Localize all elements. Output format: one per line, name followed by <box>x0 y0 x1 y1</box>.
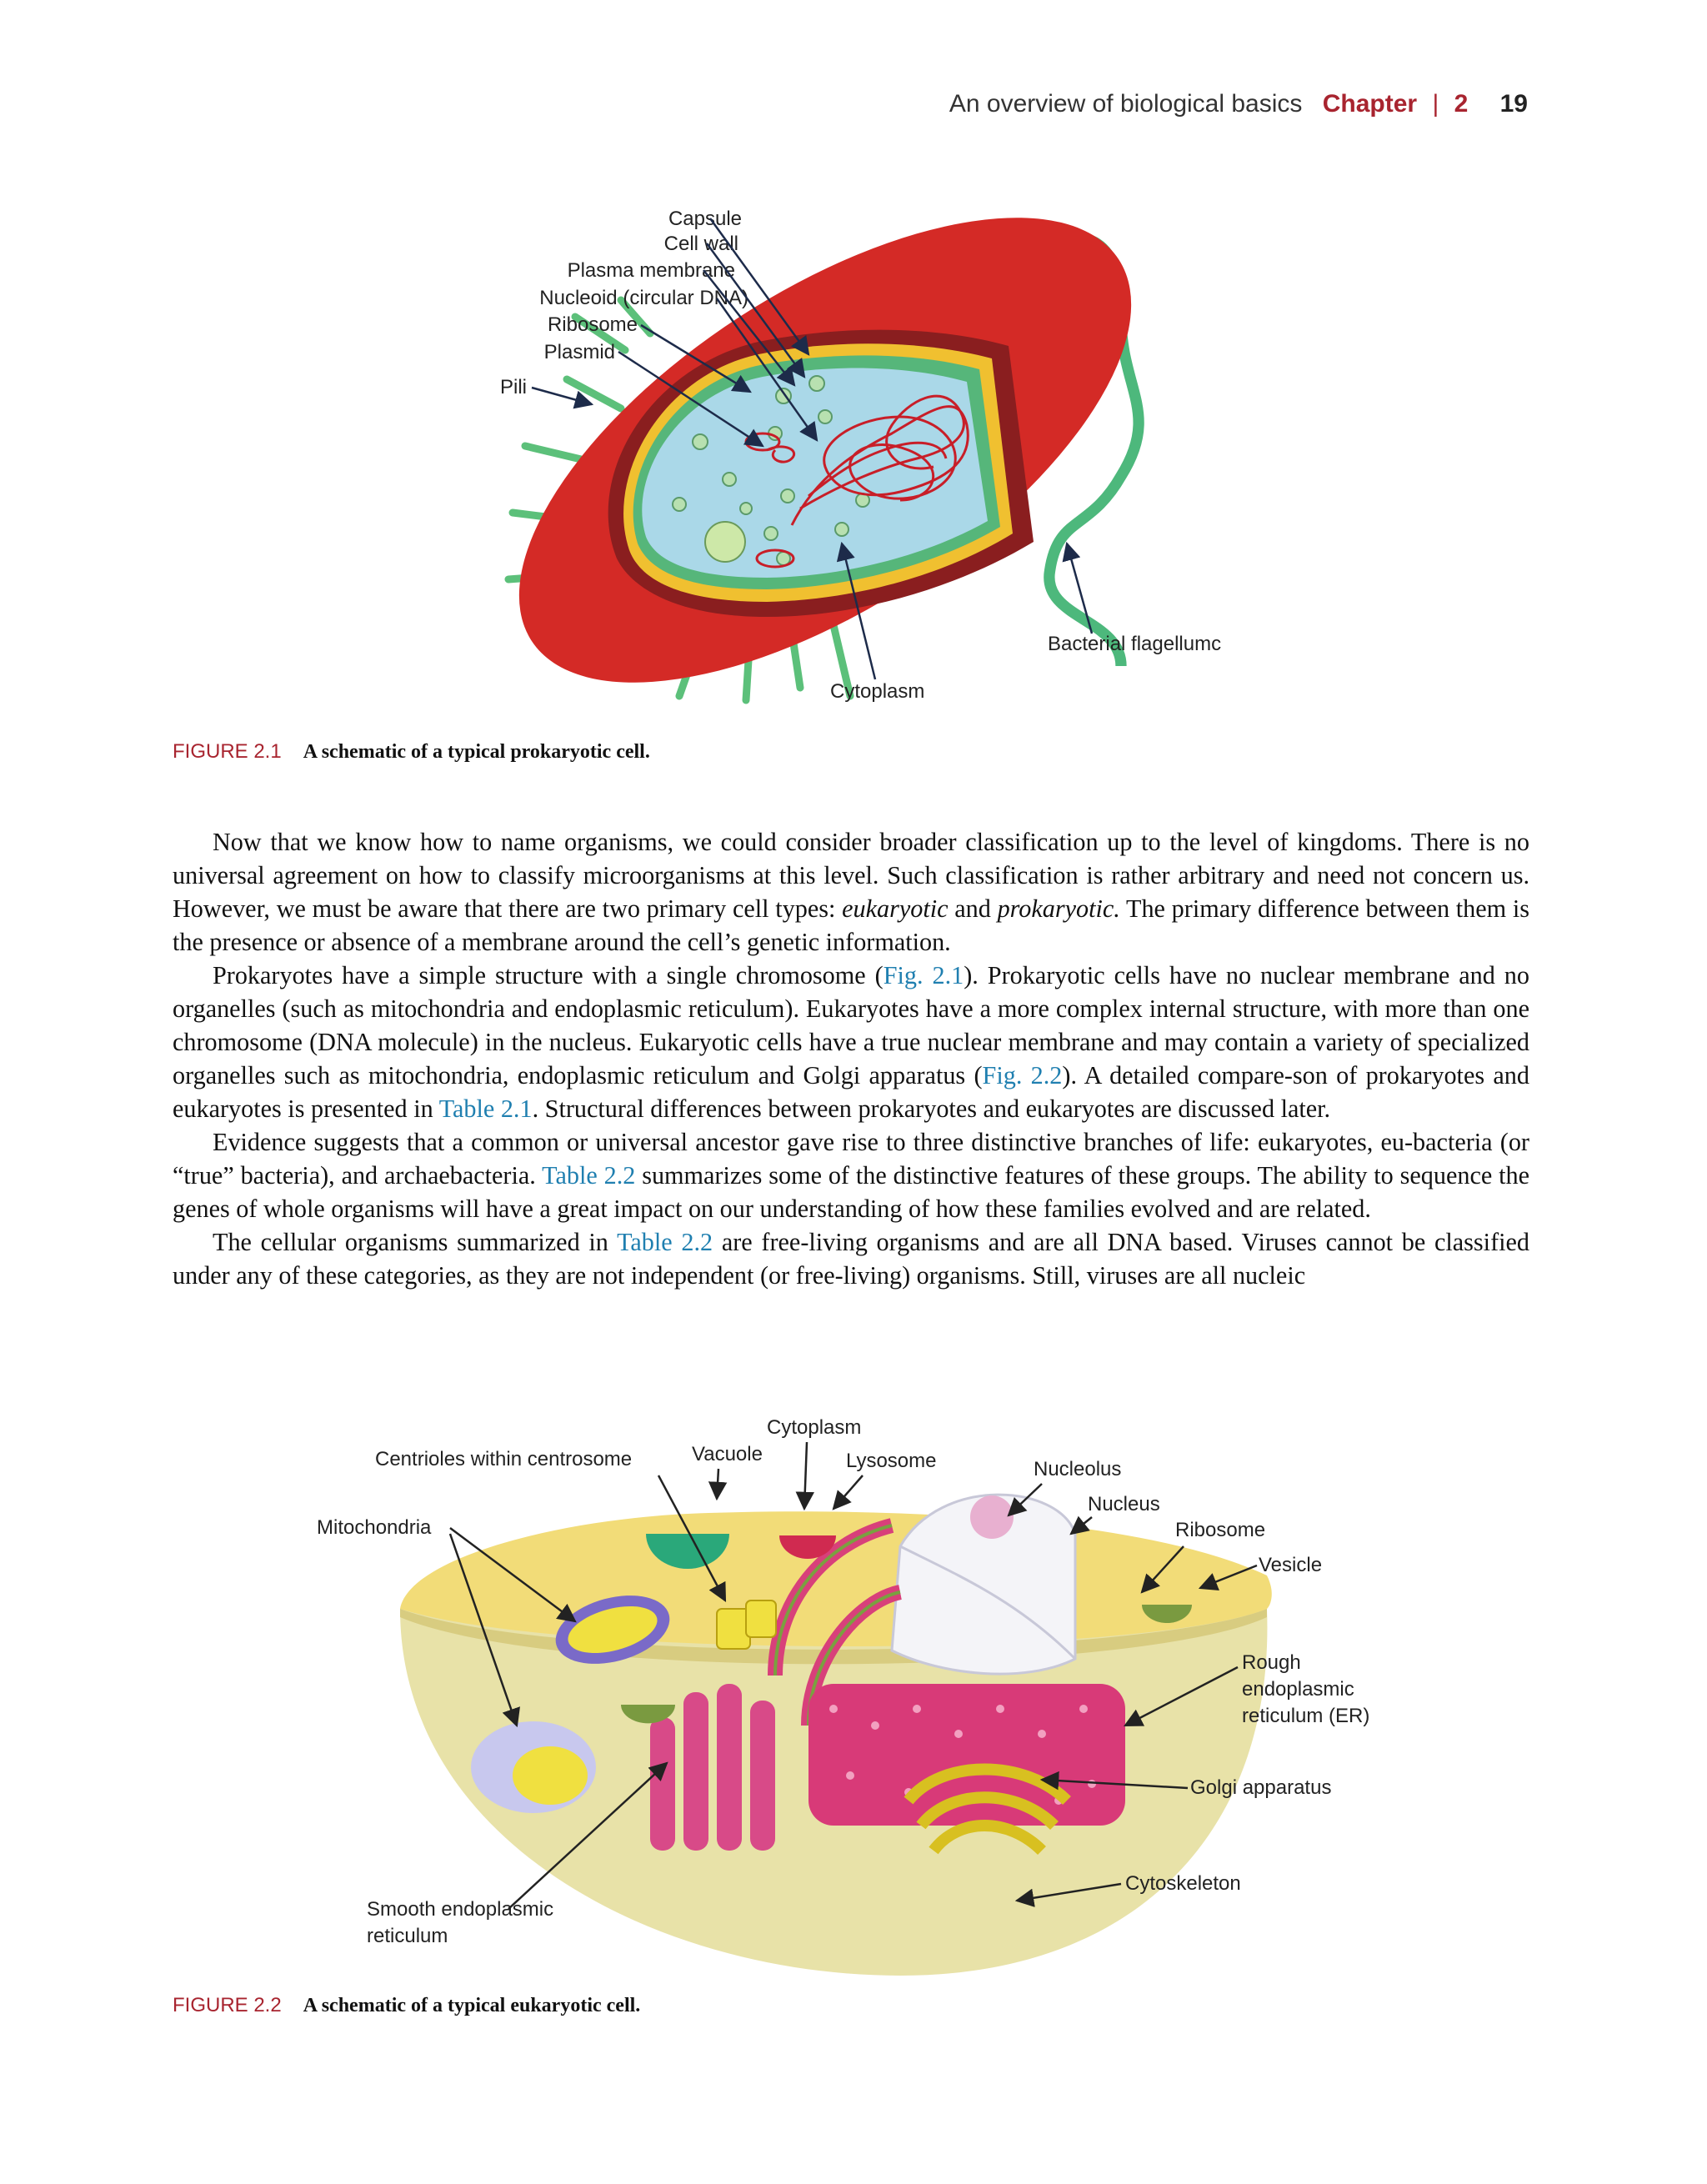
figure-2-2-caption-text: A schematic of a typical eukaryotic cell… <box>303 1995 641 2016</box>
nucleoid-dna <box>766 394 969 526</box>
centrioles <box>716 1600 777 1650</box>
label-golgi: Golgi apparatus <box>1190 1776 1331 1799</box>
label-centrioles: Centrioles within centrosome <box>375 1448 632 1470</box>
paragraph-3: Evidence suggests that a common or unive… <box>173 1128 1529 1223</box>
label-cytoskeleton: Cytoskeleton <box>1125 1872 1241 1895</box>
label-lysosome: Lysosome <box>846 1450 937 1472</box>
link-fig-2-2[interactable]: Fig. 2.2 <box>982 1061 1063 1089</box>
label-cell-wall: Cell wall <box>664 233 738 255</box>
label-flagellum: Bacterial flagellumc <box>1048 633 1221 655</box>
running-title: An overview of biological basics <box>949 90 1303 118</box>
label-nucleoid: Nucleoid (circular DNA) <box>539 287 748 309</box>
label-smooth-er-1: Smooth endoplasmic <box>367 1898 553 1921</box>
paragraph-4: The cellular organisms summarized in Tab… <box>173 1228 1529 1290</box>
label-rough-er-2: endoplasmic <box>1242 1678 1354 1701</box>
label-cytoplasm: Cytoplasm <box>830 680 924 703</box>
label-plasma-membrane: Plasma membrane <box>568 259 735 282</box>
figure-2-1-caption: FIGURE 2.1 A schematic of a typical proka… <box>173 740 650 764</box>
vesicle <box>1142 1605 1192 1623</box>
label-capsule: Capsule <box>668 208 742 230</box>
link-fig-2-1[interactable]: Fig. 2.1 <box>883 961 964 989</box>
label-ribosome: Ribosome <box>548 313 638 336</box>
label-vesicle: Vesicle <box>1259 1554 1322 1576</box>
paragraph-1: Now that we know how to name organisms, … <box>173 828 1529 956</box>
eukaryotic-cell-figure: Cytoplasm Centrioles within centrosome V… <box>317 1416 1369 1976</box>
label-nucleus: Nucleus <box>1088 1493 1160 1515</box>
figure-2-2-number: FIGURE 2.2 <box>173 1994 282 2016</box>
smooth-er <box>650 1684 775 1851</box>
nucleolus <box>970 1495 1014 1539</box>
lysosome <box>779 1535 836 1559</box>
label-rough-er-3: reticulum (ER) <box>1242 1705 1369 1727</box>
vacuole <box>646 1534 729 1569</box>
link-table-2-1[interactable]: Table 2.1 <box>438 1095 533 1123</box>
label-ribosome: Ribosome <box>1175 1519 1265 1541</box>
label-nucleolus: Nucleolus <box>1034 1458 1121 1480</box>
inclusion-body <box>704 521 746 563</box>
running-header: An overview of biological basics Chapter… <box>949 90 1528 118</box>
link-table-2-2[interactable]: Table 2.2 <box>542 1161 636 1190</box>
label-vacuole: Vacuole <box>692 1443 763 1465</box>
figure-2-1-caption-text: A schematic of a typical prokaryotic cel… <box>303 741 650 763</box>
label-cytoplasm: Cytoplasm <box>767 1416 861 1439</box>
prokaryotic-cell-figure: Capsule Cell wall Plasma membrane Nucleo… <box>500 208 1221 704</box>
chapter-separator: | <box>1432 90 1439 118</box>
chapter-label: Chapter <box>1322 90 1418 118</box>
label-pili: Pili <box>500 376 527 398</box>
figure-2-2-caption: FIGURE 2.2 A schematic of a typical eukar… <box>173 1994 640 2017</box>
body-text: Now that we know how to name organisms, … <box>173 825 1529 1292</box>
label-mitochondria: Mitochondria <box>317 1516 432 1539</box>
label-plasmid: Plasmid <box>544 341 615 363</box>
paragraph-2: Prokaryotes have a simple structure with… <box>173 961 1529 1123</box>
link-table-2-2-b[interactable]: Table 2.2 <box>617 1228 713 1256</box>
label-smooth-er-2: reticulum <box>367 1925 448 1947</box>
page-number: 19 <box>1499 90 1528 118</box>
figure-2-1-number: FIGURE 2.1 <box>173 740 282 763</box>
chapter-number: 2 <box>1454 90 1469 118</box>
label-rough-er-1: Rough <box>1242 1651 1301 1674</box>
